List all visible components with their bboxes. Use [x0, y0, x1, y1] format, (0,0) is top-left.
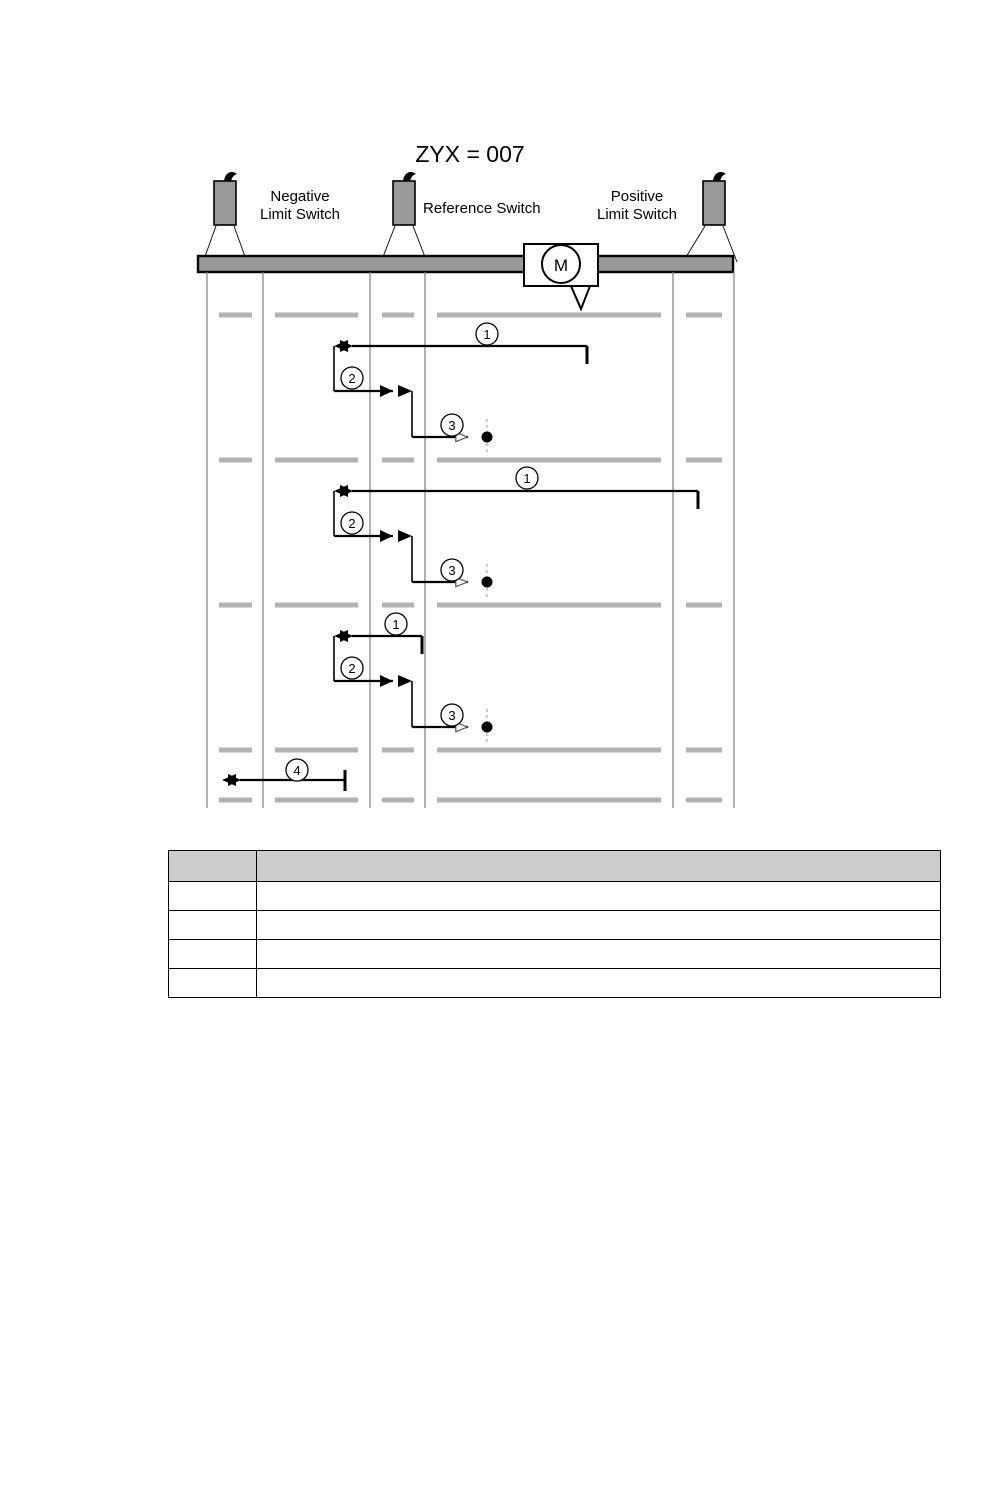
negative-limit-switch-label-line2: Limit Switch [260, 206, 340, 223]
step3-zero-point [481, 721, 493, 733]
step3-marker-label: 3 [448, 563, 455, 578]
reference-switch-label: Reference Switch [423, 200, 541, 217]
step1-marker-circle [515, 466, 539, 490]
legend-header-row [168, 850, 941, 882]
step2-second-arrowhead [398, 530, 412, 542]
step1-second-arrowhead [334, 340, 348, 352]
positive-limit-switch-label-line2: Limit Switch [597, 206, 677, 223]
sequence-block-1: 1 2 3 [333, 322, 589, 452]
step4-marker-circle [285, 758, 309, 782]
legend-cell-description [256, 881, 941, 911]
step2-second-arrowhead [398, 385, 412, 397]
sequence-block-3: 1 2 3 [333, 612, 493, 742]
step1-marker-label: 1 [392, 617, 399, 632]
homing-sequence-diagram: ZYX = 007 Negative Limit Switch Referenc… [196, 141, 738, 808]
step3-marker-label: 3 [448, 708, 455, 723]
step2-second-arrowhead [398, 675, 412, 687]
step1-marker-circle [475, 322, 499, 346]
step3-marker-circle [440, 558, 464, 582]
step1-marker-circle [384, 612, 408, 636]
legend-header-step [168, 850, 257, 882]
step2-marker-label: 2 [348, 371, 355, 386]
zone-lane-lines [206, 272, 735, 808]
step3-marker-circle [440, 703, 464, 727]
legend-cell-description [256, 910, 941, 940]
table-row [168, 910, 941, 940]
step2-marker-circle [340, 366, 364, 390]
linear-axis-rail [196, 254, 735, 274]
diagram-title: ZYX = 007 [415, 141, 524, 167]
positive-limit-switch-icon [682, 172, 738, 263]
step3-marker-circle [440, 413, 464, 437]
step4-marker-label: 4 [293, 763, 300, 778]
step3-zero-point [481, 576, 493, 588]
negative-limit-switch-icon [202, 172, 248, 263]
step3-marker-label: 3 [448, 418, 455, 433]
legend-cell-description [256, 939, 941, 969]
step2-marker-label: 2 [348, 661, 355, 676]
legend-header-description [256, 850, 941, 882]
positive-limit-switch-label-line1: Positive [611, 188, 664, 205]
step1-marker-label: 1 [523, 471, 530, 486]
step2-marker-circle [340, 511, 364, 535]
sequence-block-2: 1 2 3 [333, 466, 700, 597]
table-row [168, 881, 941, 911]
motor-label: M [554, 256, 568, 275]
table-row [168, 939, 941, 969]
step3-zero-point [481, 431, 493, 443]
motor-block: M [523, 243, 599, 312]
zone-dash-markers [219, 312, 722, 803]
legend-cell-step [168, 939, 257, 969]
step1-marker-label: 1 [483, 327, 490, 342]
legend-cell-description [256, 968, 941, 998]
sequence-block-4: 4 [222, 758, 347, 791]
step2-marker-circle [340, 656, 364, 680]
step1-second-arrowhead [334, 630, 348, 642]
table-row [168, 968, 941, 998]
legend-table-wrapper [168, 850, 941, 998]
legend-cell-step [168, 910, 257, 940]
step1-second-arrowhead [334, 485, 348, 497]
step2-marker-label: 2 [348, 516, 355, 531]
step4-second-arrowhead [222, 774, 236, 786]
legend-cell-step [168, 881, 257, 911]
reference-switch-icon [380, 172, 428, 263]
legend-cell-step [168, 968, 257, 998]
negative-limit-switch-label-line1: Negative [270, 188, 329, 205]
legend-table [168, 850, 941, 998]
